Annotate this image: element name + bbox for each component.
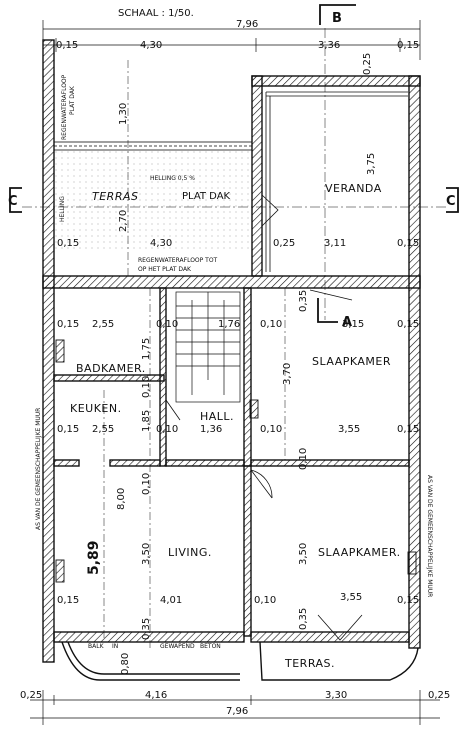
dim-row2-l5: 0,10	[260, 319, 282, 330]
section-c-right-label: C	[446, 194, 456, 209]
room-slaapkamer-1: SLAAPKAMER	[312, 355, 391, 368]
dim-row1-l2: 4,30	[150, 238, 172, 249]
dim-row1-r3: 0,15	[397, 238, 419, 249]
room-badkamer: BADKAMER.	[76, 362, 146, 375]
note-balk-3: GEWAPEND	[160, 643, 195, 650]
total-depth-label: 5,89	[86, 540, 102, 575]
room-terras-bottom: TERRAS.	[284, 657, 335, 670]
note-rwa-mid-2: OP HET PLAT DAK	[138, 266, 192, 273]
dim-top-r1: 3,36	[318, 40, 340, 51]
dim-v-010b: 0,10	[141, 473, 152, 495]
row4-dims: 0,15 4,01 0,10 3,55 0,15	[57, 592, 419, 606]
note-helling: HELLING 0,5 %	[150, 175, 195, 182]
room-keuken: KEUKEN.	[70, 402, 122, 415]
dim-bot-l2: 4,16	[145, 690, 167, 701]
note-plat-dak-mid: PLAT DAK	[182, 191, 231, 202]
dim-v-185: 1,85	[141, 410, 152, 432]
dim-row2-l1: 0,15	[57, 319, 79, 330]
dim-v-375: 3,75	[366, 153, 377, 175]
note-balk-1: BALK	[88, 643, 105, 650]
dim-row3-r1: 3,55	[338, 424, 360, 435]
dim-top-l2: 4,30	[140, 40, 162, 51]
dim-row3-l1: 0,15	[57, 424, 79, 435]
dim-row1-l1: 0,15	[57, 238, 79, 249]
staircase	[175, 291, 241, 403]
room-veranda: VERANDA	[325, 182, 382, 195]
dim-bot-total: 7,96	[226, 706, 248, 717]
note-balk-4: BETON	[200, 643, 221, 650]
dim-row4-r1: 3,55	[340, 592, 362, 603]
note-mur-left: AS VAN DE GEMEENSCHAPPELIJKE MUUR	[35, 408, 42, 530]
veranda-inner-lines	[265, 91, 408, 272]
scale-title: SCHAAL : 1/50.	[118, 8, 194, 19]
dim-v-175: 1,75	[141, 338, 152, 360]
note-plat-dak-top: PLAT DAK	[69, 85, 76, 115]
room-slaapkamer-2: SLAAPKAMER.	[318, 546, 401, 559]
room-hall: HALL.	[200, 410, 234, 423]
section-c-left-label: C	[8, 194, 18, 209]
roof-terrace-area	[52, 150, 252, 250]
vertical-dimension-lines	[103, 60, 286, 650]
dim-bot-l1: 0,25	[20, 690, 42, 701]
section-a-label: A	[342, 315, 352, 330]
dim-row2-r2: 0,15	[397, 319, 419, 330]
row1-dims: 0,15 4,30 0,25 3,11 0,15	[57, 238, 419, 249]
note-mur-right: AS VAN DE GEMEENSCHAPPELIJKE MUUR	[426, 475, 433, 597]
note-rwa-mid-1: REGENWATERAFLOOP TOT	[138, 257, 218, 264]
dim-row3-l3: 0,10	[156, 424, 178, 435]
section-b-marker	[319, 4, 356, 25]
dim-v-035a: 0,35	[298, 290, 309, 312]
section-c-marker	[9, 187, 459, 213]
windows	[55, 339, 417, 583]
dim-row3-r2: 0,15	[397, 424, 419, 435]
room-living: LIVING.	[168, 546, 212, 559]
dim-v-035c: 0,35	[298, 608, 309, 630]
dim-row1-r1: 0,25	[273, 238, 295, 249]
dim-v-370: 3,70	[282, 363, 293, 385]
dim-top-r2: 0,15	[397, 40, 419, 51]
roof-edge	[53, 141, 253, 151]
dim-v-350a: 3,50	[141, 543, 152, 565]
room-terras-top: TERRAS	[92, 190, 138, 203]
row3-dims: 0,15 2,55 0,10 1,36 0,10 3,55 0,15	[57, 424, 419, 435]
dim-row4-r2: 0,15	[397, 595, 419, 606]
dim-v-035b: 0,35	[141, 618, 152, 640]
dim-v-350b: 3,50	[298, 543, 309, 565]
dim-bot-r1: 3,30	[325, 690, 347, 701]
section-b-label: B	[332, 11, 342, 26]
bottom-dims: 0,25 4,16 3,30 0,25 7,96	[20, 690, 450, 717]
note-balk-2: IN	[112, 643, 118, 650]
front-terrace	[61, 641, 419, 681]
dim-v-025: 0,25	[362, 53, 373, 75]
dim-v-080: 0,80	[120, 653, 131, 675]
dim-row2-r1: 3,15	[342, 319, 364, 330]
dim-v-010a: 0,10	[141, 376, 152, 398]
dim-row4-l3: 0,10	[254, 595, 276, 606]
dim-v-270: 2,70	[118, 210, 129, 232]
dim-row3-l5: 0,10	[260, 424, 282, 435]
dim-top-l1: 0,15	[56, 40, 78, 51]
dim-row3-l4: 1,36	[200, 424, 222, 435]
dim-row2-l3: 0,10	[156, 319, 178, 330]
note-rwa-top: REGENWATERAFLOOP	[61, 74, 68, 140]
dim-row2-l2: 2,55	[92, 319, 114, 330]
dim-v-010c: 0,10	[298, 448, 309, 470]
dim-v-130: 1,30	[118, 103, 129, 125]
dim-v-800: 8,00	[116, 488, 127, 510]
note-helling-side: HELLING	[59, 196, 66, 222]
row2-dims: 0,15 2,55 0,10 1,76 0,10 3,15 0,15	[57, 319, 419, 330]
top-dims: 7,96 0,15 4,30 3,36 0,15	[56, 19, 419, 51]
doors	[165, 194, 363, 641]
dim-row1-r2: 3,11	[324, 238, 346, 249]
dim-row4-l1: 0,15	[57, 595, 79, 606]
section-a-marker	[317, 298, 338, 323]
dim-top-total: 7,96	[236, 19, 258, 30]
dim-row3-l2: 2,55	[92, 424, 114, 435]
dim-row4-l2: 4,01	[160, 595, 182, 606]
walls	[42, 39, 421, 663]
dim-row2-l4: 1,76	[218, 319, 240, 330]
dim-bot-r2: 0,25	[428, 690, 450, 701]
bottom-dimension-lines	[30, 690, 440, 725]
